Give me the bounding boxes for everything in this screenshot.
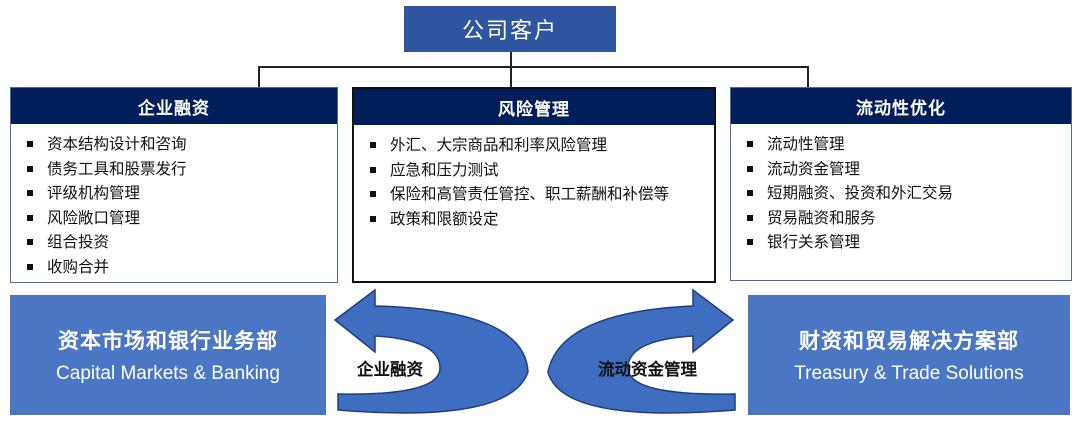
list-item: 银行关系管理 xyxy=(745,230,1063,255)
dept-capital-markets: 资本市场和银行业务部 Capital Markets & Banking xyxy=(10,295,326,415)
connector-vertical-main xyxy=(510,52,512,67)
list-item: 应急和压力测试 xyxy=(368,158,700,183)
column-liquidity-optimization: 流动性优化 流动性管理 流动资金管理 短期融资、投资和外汇交易 贸易融资和服务 … xyxy=(730,87,1072,281)
list-item: 组合投资 xyxy=(25,230,329,255)
item-list: 资本结构设计和咨询 债务工具和股票发行 评级机构管理 风险敞口管理 组合投资 收… xyxy=(11,124,337,279)
list-item: 外汇、大宗商品和利率风险管理 xyxy=(368,133,700,158)
column-corporate-finance: 企业融资 资本结构设计和咨询 债务工具和股票发行 评级机构管理 风险敞口管理 组… xyxy=(10,87,338,283)
list-item: 流动资金管理 xyxy=(745,157,1063,182)
dept-name-zh: 财资和贸易解决方案部 xyxy=(799,328,1019,353)
connector-right xyxy=(807,66,809,88)
left-curved-arrow xyxy=(333,288,529,414)
column-header: 风险管理 xyxy=(354,89,714,125)
item-list: 外汇、大宗商品和利率风险管理 应急和压力测试 保险和高管责任管控、职工薪酬和补偿… xyxy=(354,125,714,231)
connector-horizontal xyxy=(258,66,808,68)
arrow-label-corporate-finance: 企业融资 xyxy=(357,360,423,379)
connector-left xyxy=(258,66,260,88)
column-header: 企业融资 xyxy=(11,88,337,124)
list-item: 流动性管理 xyxy=(745,132,1063,157)
connector-mid xyxy=(510,66,512,88)
right-curved-arrow xyxy=(547,288,736,414)
dept-name-en: Capital Markets & Banking xyxy=(56,363,280,384)
list-item: 风险敞口管理 xyxy=(25,206,329,231)
list-item: 债务工具和股票发行 xyxy=(25,157,329,182)
list-item: 贸易融资和服务 xyxy=(745,206,1063,231)
list-item: 保险和高管责任管控、职工薪酬和补偿等 xyxy=(368,182,700,207)
dept-name-zh: 资本市场和银行业务部 xyxy=(58,328,278,353)
list-item: 资本结构设计和咨询 xyxy=(25,132,329,157)
list-item: 短期融资、投资和外汇交易 xyxy=(745,181,1063,206)
dept-name-en: Treasury & Trade Solutions xyxy=(794,363,1024,384)
arrow-label-liquidity: 流动资金管理 xyxy=(598,360,697,379)
dept-treasury-trade: 财资和贸易解决方案部 Treasury & Trade Solutions xyxy=(748,295,1070,415)
list-item: 收购合并 xyxy=(25,255,329,280)
column-risk-management: 风险管理 外汇、大宗商品和利率风险管理 应急和压力测试 保险和高管责任管控、职工… xyxy=(352,87,716,283)
column-header: 流动性优化 xyxy=(731,88,1071,124)
list-item: 政策和限额设定 xyxy=(368,207,700,232)
item-list: 流动性管理 流动资金管理 短期融资、投资和外汇交易 贸易融资和服务 银行关系管理 xyxy=(731,124,1071,255)
client-box-title: 公司客户 xyxy=(404,6,616,52)
list-item: 评级机构管理 xyxy=(25,181,329,206)
